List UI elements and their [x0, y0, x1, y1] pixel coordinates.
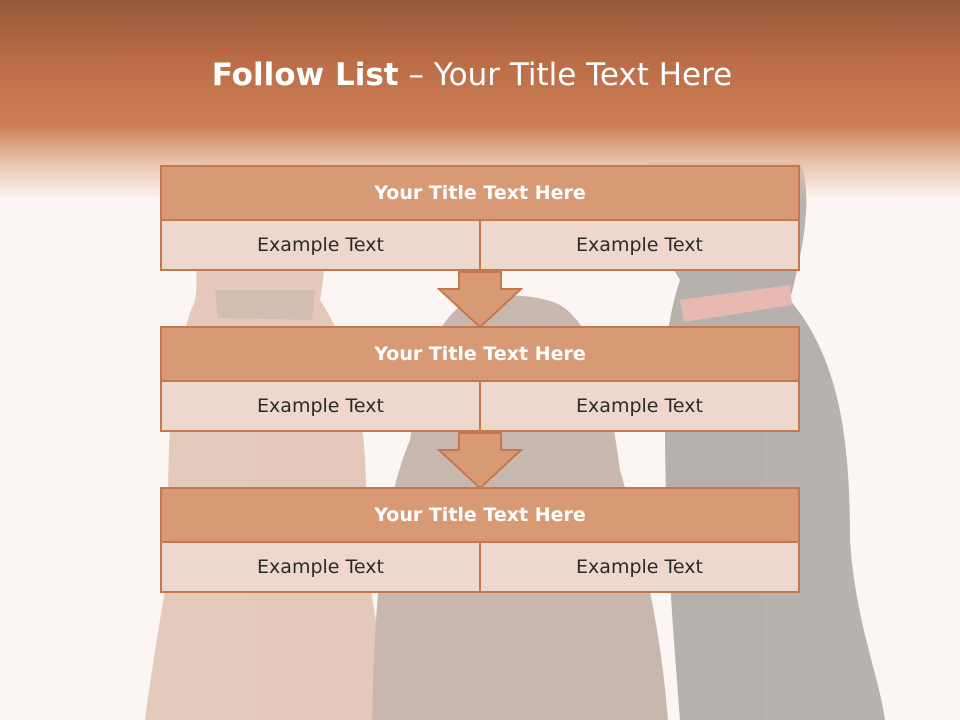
- black-dog-collar: [680, 285, 792, 322]
- block-cell-right: Example Text: [481, 382, 800, 432]
- list-block-1: Your Title Text Here Example Text Exampl…: [160, 165, 800, 271]
- block-cell-right: Example Text: [481, 543, 800, 593]
- block-title: Your Title Text Here: [160, 326, 800, 382]
- block-cell-right: Example Text: [481, 221, 800, 271]
- slide-title: Follow List – Your Title Text Here: [0, 54, 944, 96]
- block-row: Example Text Example Text: [160, 221, 800, 271]
- down-arrow-icon: [437, 271, 523, 329]
- down-arrow-icon: [437, 432, 523, 490]
- block-row: Example Text Example Text: [160, 382, 800, 432]
- block-title: Your Title Text Here: [160, 487, 800, 543]
- block-cell-left: Example Text: [160, 221, 481, 271]
- slide-title-rest: – Your Title Text Here: [398, 57, 733, 93]
- list-block-3: Your Title Text Here Example Text Exampl…: [160, 487, 800, 593]
- tan-dog-collar: [215, 290, 315, 320]
- block-row: Example Text Example Text: [160, 543, 800, 593]
- block-cell-left: Example Text: [160, 543, 481, 593]
- block-title: Your Title Text Here: [160, 165, 800, 221]
- slide-title-bold: Follow List: [211, 57, 399, 93]
- list-block-2: Your Title Text Here Example Text Exampl…: [160, 326, 800, 432]
- block-cell-left: Example Text: [160, 382, 481, 432]
